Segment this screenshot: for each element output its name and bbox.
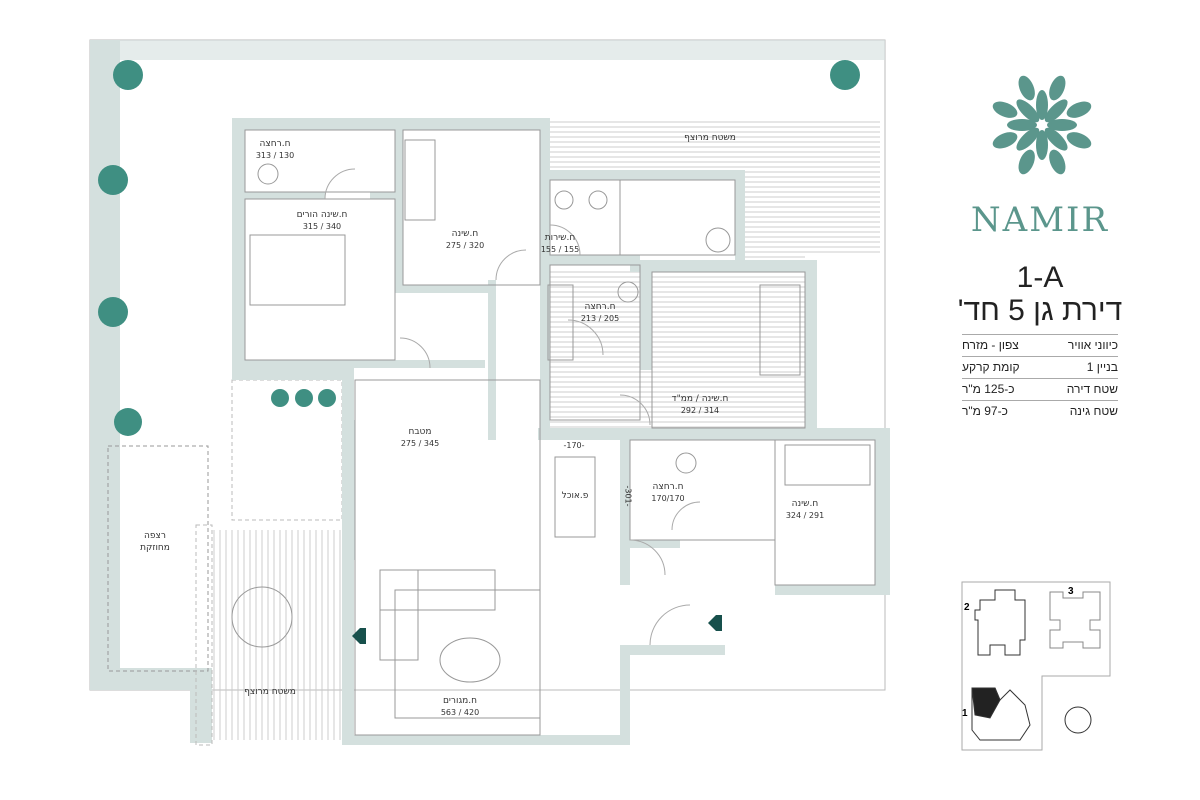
logo-petal <box>1066 101 1092 118</box>
logo-petal <box>1018 75 1035 101</box>
key-plan <box>961 581 1111 751</box>
logo-petal <box>1049 149 1066 175</box>
logo-petal <box>1066 132 1092 149</box>
reinforced-floor-area <box>107 445 209 672</box>
brand-name: NAMIR <box>970 200 1110 240</box>
logo-petal <box>1007 119 1037 131</box>
dimension-table-width: -170- <box>563 441 585 450</box>
keyplan-building-3-label: 3 <box>1068 586 1074 597</box>
dimension-table-length: -301- <box>623 485 633 507</box>
entry-arrow-icon <box>708 615 722 631</box>
pergola-dashed-outline <box>195 379 343 746</box>
garden-wall-top <box>90 40 885 60</box>
garden-wall-bottom <box>90 668 210 690</box>
logo-petal <box>1047 119 1077 131</box>
room-label-dining: פ.אוכל <box>561 491 589 501</box>
entry-arrow-icon <box>352 628 366 644</box>
garden-wall-left <box>90 40 120 690</box>
logo-petal <box>992 132 1018 149</box>
bottom-paved-deck <box>213 530 341 740</box>
logo-petal <box>1044 99 1068 123</box>
plant-icons <box>98 60 860 436</box>
logo-petal <box>1036 90 1048 120</box>
namir-logo-icon <box>992 75 1092 175</box>
logo-petal <box>992 101 1018 118</box>
logo-petal <box>1036 130 1048 160</box>
door-swings <box>324 168 701 646</box>
keyplan-building-2-label: 2 <box>964 602 970 613</box>
top-paved-deck <box>550 121 880 428</box>
unit-name: דירת גן 5 חד' <box>957 294 1123 327</box>
room-outlines <box>231 129 876 736</box>
unit-code: 1-A <box>1016 261 1064 294</box>
room-label-paved-deck-bottom: משטח מרוצף <box>244 687 296 697</box>
logo-petal <box>1049 75 1066 101</box>
logo-petal <box>1016 99 1040 123</box>
logo-petal <box>1016 127 1040 151</box>
garden-wall-bottom-post <box>190 668 212 743</box>
logo-petal <box>1044 127 1068 151</box>
keyplan-building-1-label: 1 <box>962 708 968 719</box>
room-label-paved-deck-top: משטח מרוצף <box>684 133 736 143</box>
walls <box>232 118 890 745</box>
unit-title: 1-A דירת גן 5 חד' <box>950 262 1130 328</box>
logo-petal <box>1018 149 1035 175</box>
